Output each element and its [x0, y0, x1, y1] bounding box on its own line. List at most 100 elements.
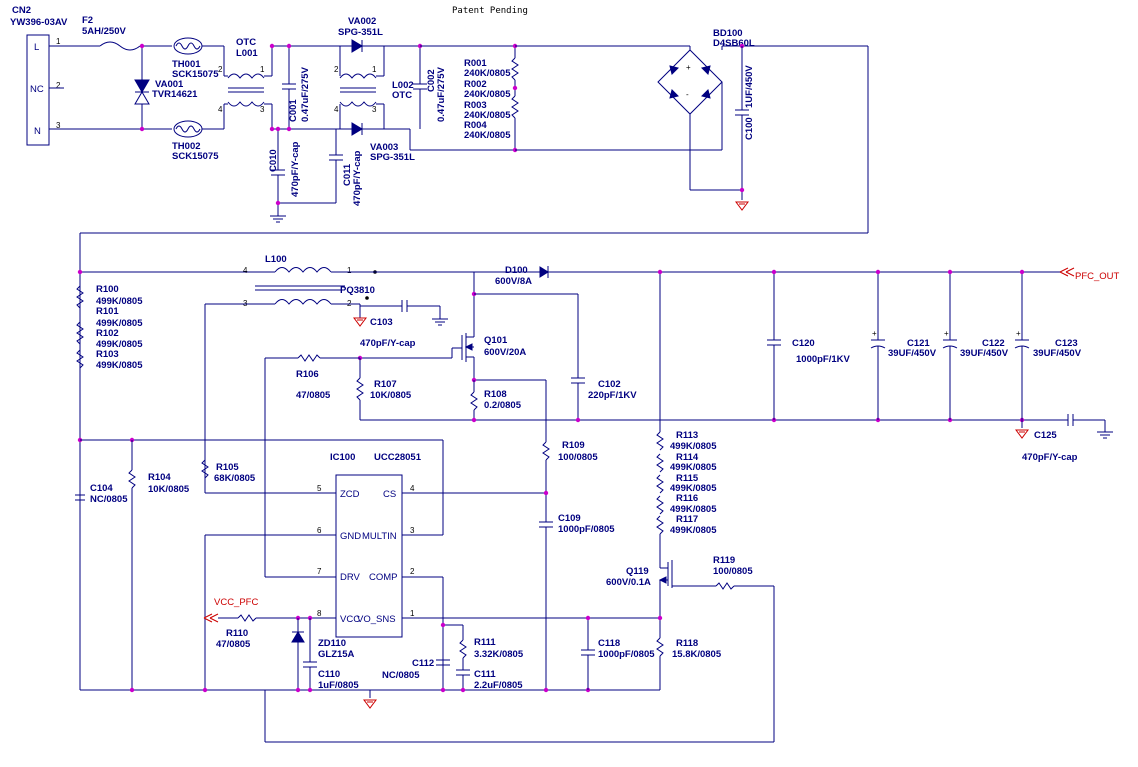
- svg-text:220pF/1KV: 220pF/1KV: [588, 390, 637, 401]
- svg-text:600V/20A: 600V/20A: [484, 347, 526, 358]
- diode-d100: D100 600V/8A: [495, 265, 549, 287]
- svg-text:TH001: TH001: [172, 59, 201, 70]
- svg-text:C121: C121: [907, 338, 930, 349]
- svg-text:0.47uF/275V: 0.47uF/275V: [436, 66, 447, 122]
- capacitor-c112: C112 NC/0805: [382, 658, 450, 681]
- svg-text:3.32K/0805: 3.32K/0805: [474, 649, 524, 660]
- svg-text:VO_SNS: VO_SNS: [357, 614, 396, 625]
- svg-text:470pF/Y-cap: 470pF/Y-cap: [1022, 452, 1078, 463]
- ic-ic100: IC100 UCC28051 ZCD GND DRV VCC CS MULTIN…: [317, 452, 422, 638]
- svg-text:4: 4: [243, 266, 248, 275]
- capacitor-c002: C002 0.47uF/275V: [413, 46, 447, 129]
- svg-text:6: 6: [317, 526, 322, 535]
- svg-text:MULTIN: MULTIN: [362, 531, 397, 542]
- svg-text:10K/0805: 10K/0805: [148, 484, 190, 495]
- svg-text:499K/0805: 499K/0805: [96, 360, 143, 371]
- svg-text:1UF/450V: 1UF/450V: [744, 65, 755, 108]
- capacitor-c120: C120 1000pF/1KV: [767, 272, 851, 420]
- thermistor-th002: TH002 SCK15075: [172, 120, 219, 162]
- svg-text:R113: R113: [676, 430, 698, 441]
- divider-left-r100-r103: R100 499K/0805 R101 499K/0805 R102 499K/…: [76, 284, 143, 371]
- vcc-pfc-port: VCC_PFC: [203, 597, 258, 623]
- svg-text:VA003: VA003: [370, 142, 398, 153]
- svg-text:R115: R115: [676, 473, 699, 484]
- resistor-r119: R119 100/0805: [713, 555, 753, 590]
- svg-text:499K/0805: 499K/0805: [96, 296, 143, 307]
- svg-text:R109: R109: [562, 440, 585, 451]
- svg-text:R001: R001: [464, 58, 487, 69]
- svg-text:SCK15075: SCK15075: [172, 151, 219, 162]
- svg-text:VCC: VCC: [340, 614, 360, 625]
- svg-text:R003: R003: [464, 100, 487, 111]
- svg-text:600V/8A: 600V/8A: [495, 276, 532, 287]
- svg-text:PQ3810: PQ3810: [340, 285, 375, 296]
- bulk-capacitor-c123: + C123 39UF/450V: [1014, 272, 1082, 420]
- svg-text:7: 7: [317, 567, 322, 576]
- svg-text:OTC: OTC: [392, 90, 412, 101]
- svg-text:R104: R104: [148, 472, 171, 483]
- svg-text:VA002: VA002: [348, 16, 376, 27]
- svg-text:C103: C103: [370, 317, 393, 328]
- capacitor-c104: C104 NC/0805: [75, 483, 128, 505]
- cn2-pin-nc-label: NC: [30, 84, 44, 95]
- zener-zd110: ZD110 GLZ15A: [291, 618, 355, 690]
- svg-text:TVR14621: TVR14621: [152, 89, 198, 100]
- svg-text:0.2/0805: 0.2/0805: [484, 400, 522, 411]
- svg-text:68K/0805: 68K/0805: [214, 473, 256, 484]
- svg-text:GLZ15A: GLZ15A: [318, 649, 355, 660]
- svg-text:+: +: [872, 329, 877, 338]
- svg-text:499K/0805: 499K/0805: [670, 441, 717, 452]
- svg-text:5: 5: [317, 484, 322, 493]
- svg-text:ZCD: ZCD: [340, 489, 360, 500]
- cn2-pin3: 3: [56, 121, 61, 130]
- svg-text:4: 4: [334, 105, 339, 114]
- capacitor-c102: C102 220pF/1KV: [571, 294, 637, 420]
- capacitor-c001: C001 0.47uF/275V: [282, 46, 311, 129]
- bleeder-resistors: R001 240K/0805 R002 240K/0805 R003 240K/…: [464, 46, 519, 150]
- svg-text:C011: C011: [342, 163, 353, 186]
- resistor-r104: R104 10K/0805: [128, 440, 190, 690]
- capacitor-c103: C103 470pF/Y-cap: [353, 300, 449, 349]
- svg-text:499K/0805: 499K/0805: [670, 504, 717, 515]
- svg-text:NC/0805: NC/0805: [382, 670, 420, 681]
- svg-text:5AH/250V: 5AH/250V: [82, 26, 126, 37]
- svg-text:R004: R004: [464, 120, 487, 131]
- svg-text:2.2uF/0805: 2.2uF/0805: [474, 680, 523, 691]
- svg-text:470pF/Y-cap: 470pF/Y-cap: [360, 338, 416, 349]
- svg-text:D100: D100: [505, 265, 528, 276]
- svg-text:1000pF/0805: 1000pF/0805: [598, 649, 655, 660]
- svg-text:1000pF/1KV: 1000pF/1KV: [796, 354, 851, 365]
- divider-right-r113-r117: R113 499K/0805 R114 499K/0805 R115 499K/…: [656, 430, 717, 536]
- svg-text:L100: L100: [265, 254, 287, 265]
- svg-text:Q119: Q119: [626, 566, 649, 577]
- svg-text:240K/0805: 240K/0805: [464, 110, 511, 121]
- capacitor-c010: C010 470pF/Y-cap: [268, 129, 301, 210]
- bulk-capacitor-c121: + C121 39UF/450V: [870, 272, 937, 420]
- svg-text:R116: R116: [676, 493, 698, 504]
- svg-text:C002: C002: [426, 69, 437, 92]
- svg-text:C112: C112: [412, 658, 434, 669]
- svg-text:SPG-351L: SPG-351L: [338, 27, 383, 38]
- svg-text:R110: R110: [226, 628, 248, 639]
- svg-text:470pF/Y-cap: 470pF/Y-cap: [352, 150, 363, 206]
- resistor-r107: R107 10K/0805: [356, 358, 412, 420]
- cn2-ref: CN2: [12, 5, 31, 16]
- svg-text:OTC: OTC: [236, 37, 256, 48]
- svg-text:1: 1: [372, 65, 377, 74]
- capacitor-c011: C011 470pF/Y-cap: [329, 129, 363, 206]
- svg-text:DRV: DRV: [340, 572, 361, 583]
- svg-text:1uF/0805: 1uF/0805: [318, 680, 359, 691]
- svg-text:39UF/450V: 39UF/450V: [1033, 348, 1082, 359]
- thermistor-th001: TH001 SCK15075: [172, 37, 219, 80]
- svg-text:VA001: VA001: [155, 79, 184, 90]
- svg-text:R105: R105: [216, 462, 239, 473]
- svg-text:ZD110: ZD110: [318, 638, 346, 649]
- svg-text:C111: C111: [474, 669, 496, 680]
- svg-text:R108: R108: [484, 389, 507, 400]
- svg-text:3: 3: [260, 105, 265, 114]
- svg-text:COMP: COMP: [369, 572, 398, 583]
- choke-l001: OTC L001 2 1 4 3: [218, 37, 272, 129]
- svg-text:C109: C109: [558, 513, 581, 524]
- cn2-pin-n-label: N: [34, 126, 41, 137]
- svg-text:3: 3: [410, 526, 415, 535]
